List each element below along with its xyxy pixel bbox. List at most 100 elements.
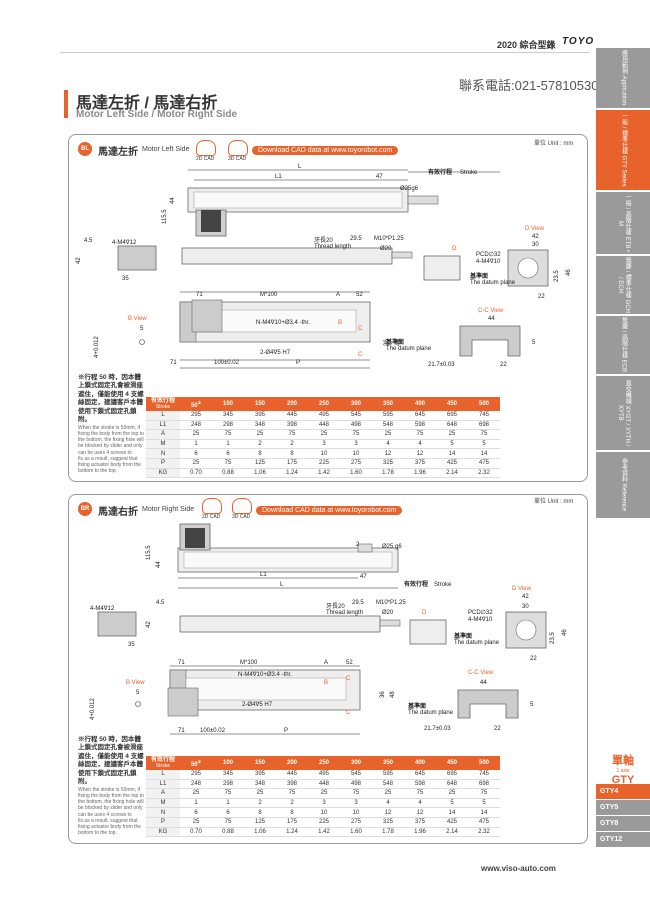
table-cell: 4 <box>372 439 404 450</box>
row-label: L <box>146 770 180 780</box>
table-cell: 598 <box>404 420 436 431</box>
table-cell: 698 <box>468 779 500 790</box>
dim-100: 100±0.02 <box>200 728 226 734</box>
table-cell: 25 <box>372 429 404 440</box>
actuator-top-view <box>187 169 500 237</box>
sidebar-item-etb[interactable]: 一般 / 高階仕樣 ETB • M <box>596 192 650 254</box>
sidebar-item-gty-series[interactable]: 一般 / 標準仕樣 GTY Series <box>596 110 650 190</box>
table-cell: 1.42 <box>308 827 340 838</box>
table-cell: 10 <box>308 448 340 459</box>
stroke-col: 300 <box>340 756 372 770</box>
table-cell: 295 <box>180 411 212 421</box>
dim-52: 52 <box>346 660 353 666</box>
table-cell: 6 <box>180 448 212 459</box>
cc-view-title: C-C View <box>468 670 494 676</box>
dim-m4x10: 4-M4∇10 <box>468 616 493 623</box>
dim-L1: L1 <box>260 572 267 578</box>
row-label: N <box>146 807 180 818</box>
header-en: Stroke <box>155 403 171 410</box>
row-label: L1 <box>146 779 180 790</box>
dim-P: P <box>284 728 288 734</box>
dim-71b: 71 <box>170 360 177 366</box>
dim-48: 48 <box>396 339 402 346</box>
sidebar-item-xy[interactable]: 直交機械 XYGT / XYTH / XYTB <box>596 376 650 450</box>
table-cell: 448 <box>308 420 340 431</box>
tab-gty8[interactable]: GTY8 <box>596 816 650 831</box>
actuator-front-view <box>179 291 371 369</box>
b-view-hole <box>135 701 141 707</box>
table-cell: 2 <box>244 798 276 809</box>
dim-36: 36 <box>384 339 390 346</box>
download-cad-button[interactable]: Download CAD data at www.toyorobot.com <box>252 146 399 155</box>
tab-gty4[interactable]: GTY4 <box>596 784 650 799</box>
catalog-year: 2020 綜合型錄 <box>497 40 556 50</box>
download-cad-button[interactable]: Download CAD data at www.toyorobot.com <box>256 506 403 515</box>
table-cell: 0.70 <box>180 827 212 838</box>
table-cell: 1.78 <box>372 468 404 479</box>
thread-cn: 牙長20 <box>314 237 333 244</box>
unit-box-model: GTY <box>611 774 635 786</box>
cloud-2d-icon[interactable] <box>196 140 216 156</box>
thread-en: Thread length <box>326 610 363 616</box>
header-en: Stroke <box>155 762 171 769</box>
page-subtitle: Motor Left Side / Motor Right Side <box>76 109 238 120</box>
datum2-en: The datum plane <box>408 710 454 716</box>
footer-url[interactable]: www.viso-auto.com <box>481 864 556 873</box>
sidebar-item-application[interactable]: 應用範例 Application <box>596 48 650 108</box>
table-cell: 6 <box>212 807 244 818</box>
sidebar-item-ecb[interactable]: 無塵 / 高階仕樣 ECB <box>596 316 650 374</box>
table-cell: 25 <box>180 817 212 828</box>
title-accent-bar <box>64 90 68 118</box>
sidebar-item-gch-ech[interactable]: 無塵 / 標準仕樣 GCH / ECH <box>596 256 650 314</box>
table-cell: 645 <box>404 411 436 421</box>
dim-4.5: 4.5 <box>156 600 165 606</box>
row-label: KG <box>146 827 180 838</box>
table-cell: 12 <box>404 807 436 818</box>
dim-47: 47 <box>360 574 367 580</box>
table-cell: 295 <box>180 770 212 780</box>
end-face <box>423 255 461 281</box>
cloud-3d-icon[interactable] <box>232 498 252 514</box>
stroke-col: 50※ <box>180 756 212 770</box>
dim-phi20: Ø20 <box>380 246 392 252</box>
dim-35: 35 <box>128 642 135 648</box>
dim-phi20: Ø20 <box>382 610 394 616</box>
row-label: A <box>146 788 180 799</box>
table-cell: 1.06 <box>244 468 276 479</box>
dim-46: 46 <box>566 269 572 276</box>
table-cell: 5 <box>436 798 468 809</box>
cloud-2d-icon[interactable] <box>202 498 222 514</box>
unit-box-cn: 單軸 <box>612 755 634 767</box>
table-cell: 8 <box>244 807 276 818</box>
tab-gty12[interactable]: GTY12 <box>596 832 650 847</box>
sidebar-item-reference[interactable]: 參考資料 Reference <box>596 452 650 518</box>
table-cell: 1.78 <box>372 827 404 838</box>
stroke-col: 500 <box>468 756 500 770</box>
table-cell: 25 <box>436 429 468 440</box>
table-cell: 695 <box>436 770 468 780</box>
dim-cc-22: 22 <box>500 362 507 368</box>
dim-m10: M10*P1.25 <box>374 236 404 242</box>
table-cell: 125 <box>244 458 276 469</box>
table-cell: 75 <box>340 788 372 799</box>
table-cell: 1.24 <box>276 468 308 479</box>
table-cell: 695 <box>436 411 468 421</box>
table-cell: 75 <box>404 429 436 440</box>
table-cell: 125 <box>244 817 276 828</box>
dim-L: L <box>280 582 284 588</box>
table-cell: 25 <box>436 788 468 799</box>
tab-gty5[interactable]: GTY5 <box>596 800 650 815</box>
dim-2: 2 <box>356 542 360 548</box>
cloud-3d-icon[interactable] <box>228 140 248 156</box>
datum-en: The datum plane <box>454 640 500 646</box>
note-en: When the stroke is 50mm, if fixing the b… <box>78 424 144 475</box>
cc-profile <box>459 325 521 357</box>
stroke-col: 400 <box>404 756 436 770</box>
b-view-hole <box>139 339 145 345</box>
